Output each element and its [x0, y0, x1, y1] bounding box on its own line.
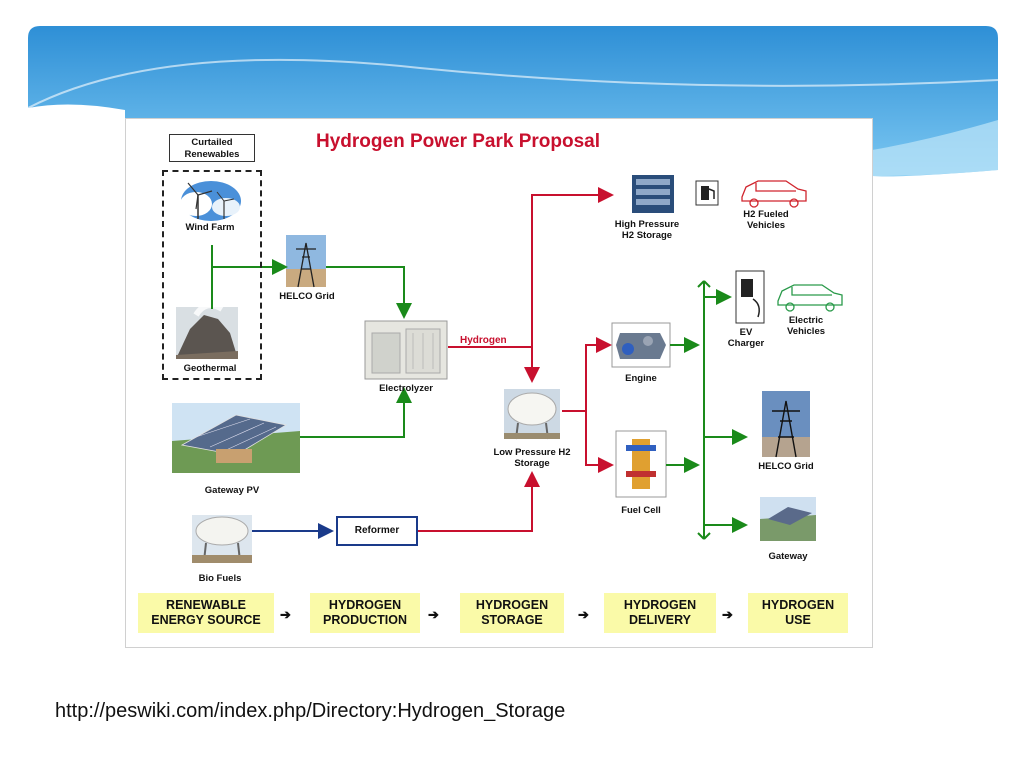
electric-vehicles-label: Electric Vehicles: [786, 315, 826, 337]
gateway-pv-icon: [172, 403, 300, 473]
hydrogen-power-park-diagram: Hydrogen Power Park Proposal Curtailed R…: [125, 118, 873, 648]
curtailed-renewables-group: [162, 170, 262, 380]
stage-arrow-icon: ➔: [722, 607, 733, 622]
fuel-pump-icon: [695, 180, 719, 206]
electrolyzer-icon: [364, 320, 448, 380]
helco-grid-input-label: HELCO Grid: [279, 291, 335, 302]
electric-flow-lines: [211, 245, 748, 540]
geothermal-label: Geothermal: [183, 363, 237, 374]
diagram-canvas: [172, 175, 843, 563]
source-url-text: http://peswiki.com/index.php/Directory:H…: [55, 700, 566, 722]
bio-fuels-label: Bio Fuels: [198, 573, 242, 584]
diagram-title: Hydrogen Power Park Proposal: [316, 131, 601, 152]
hydrogen-flow-lines: [418, 187, 614, 532]
helco-grid-output-label: HELCO Grid: [758, 461, 814, 472]
high-pressure-storage-icon: [632, 175, 674, 213]
wind-farm-label: Wind Farm: [185, 222, 235, 233]
stage-hydrogen-delivery: HYDROGEN DELIVERY: [604, 593, 716, 633]
stage-hydrogen-use: HYDROGEN USE: [748, 593, 848, 633]
engine-label: Engine: [625, 373, 657, 384]
helco-grid-output-tower-icon: [762, 391, 810, 458]
wind-farm-icon: [180, 181, 241, 221]
engine-icon: [611, 322, 671, 368]
fuel-cell-icon: [615, 430, 667, 498]
gateway-pv-label: Gateway PV: [204, 485, 260, 496]
gateway-label: Gateway: [768, 551, 808, 562]
low-pressure-storage-label: Low Pressure H2 Storage: [493, 447, 571, 469]
high-pressure-storage-label: High Pressure H2 Storage: [614, 219, 680, 241]
electrolyzer-label: Electrolyzer: [379, 383, 433, 394]
curtailed-renewables-label: Curtailed Renewables: [169, 134, 255, 162]
h2-vehicle-car-icon: [741, 180, 807, 208]
stage-arrow-icon: ➔: [578, 607, 589, 622]
stage-arrow-icon: ➔: [280, 607, 291, 622]
stage-hydrogen-storage: HYDROGEN STORAGE: [460, 593, 564, 633]
gateway-building-icon: [760, 497, 816, 541]
ev-charger-icon: [735, 270, 765, 324]
electric-vehicle-car-icon: [777, 284, 843, 312]
h2-fueled-vehicles-label: H2 Fueled Vehicles: [743, 209, 789, 231]
bio-fuels-tank-icon: [192, 515, 252, 563]
reformer-box: Reformer: [336, 516, 418, 546]
stage-renewable-energy-source: RENEWABLE ENERGY SOURCE: [138, 593, 274, 633]
ev-charger-label: EV Charger: [727, 327, 765, 349]
low-pressure-storage-icon: [504, 389, 560, 440]
hydrogen-flow-label: Hydrogen: [460, 335, 507, 346]
geothermal-icon: [176, 302, 238, 359]
fuel-cell-label: Fuel Cell: [621, 505, 661, 516]
stage-arrow-icon: ➔: [428, 607, 439, 622]
helco-grid-tower-icon: [286, 235, 326, 288]
stage-hydrogen-production: HYDROGEN PRODUCTION: [310, 593, 420, 633]
